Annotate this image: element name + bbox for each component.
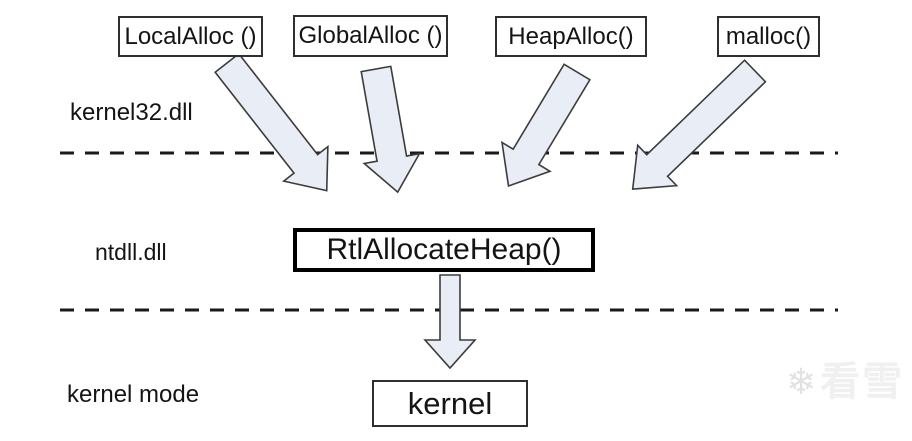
arrow-localalloc-to-rtlallocateheap bbox=[214, 52, 329, 192]
label-ntdll-dll: ntdll.dll bbox=[95, 239, 167, 265]
box-localalloc-label: LocalAlloc () bbox=[124, 22, 257, 50]
box-rtlallocateheap-label: RtlAllocateHeap() bbox=[326, 233, 562, 266]
box-heapalloc: HeapAlloc() bbox=[495, 16, 647, 57]
box-localalloc: LocalAlloc () bbox=[118, 16, 263, 57]
snowflake-icon: ❄ bbox=[786, 361, 817, 402]
box-heapalloc-label: HeapAlloc() bbox=[508, 22, 634, 50]
arrow-globalalloc-to-rtlallocateheap bbox=[360, 65, 421, 194]
label-kernel32-dll: kernel32.dll bbox=[70, 99, 193, 126]
label-kernel-mode: kernel mode bbox=[67, 381, 200, 408]
box-globalalloc-label: GlobalAlloc () bbox=[298, 22, 443, 49]
arrow-rtlallocateheap-to-kernel bbox=[423, 274, 477, 370]
box-rtlallocateheap: RtlAllocateHeap() bbox=[293, 228, 595, 272]
arrow-malloc-to-rtlallocateheap bbox=[631, 59, 767, 190]
box-malloc: malloc() bbox=[717, 16, 820, 57]
arrow-heapalloc-to-rtlallocateheap bbox=[500, 63, 591, 188]
watermark: ❄ 看雪 bbox=[786, 362, 904, 402]
box-kernel: kernel bbox=[372, 380, 528, 427]
box-malloc-label: malloc() bbox=[725, 22, 812, 50]
box-globalalloc: GlobalAlloc () bbox=[293, 15, 448, 57]
box-kernel-label: kernel bbox=[407, 385, 493, 421]
watermark-text: 看雪 bbox=[820, 360, 905, 404]
